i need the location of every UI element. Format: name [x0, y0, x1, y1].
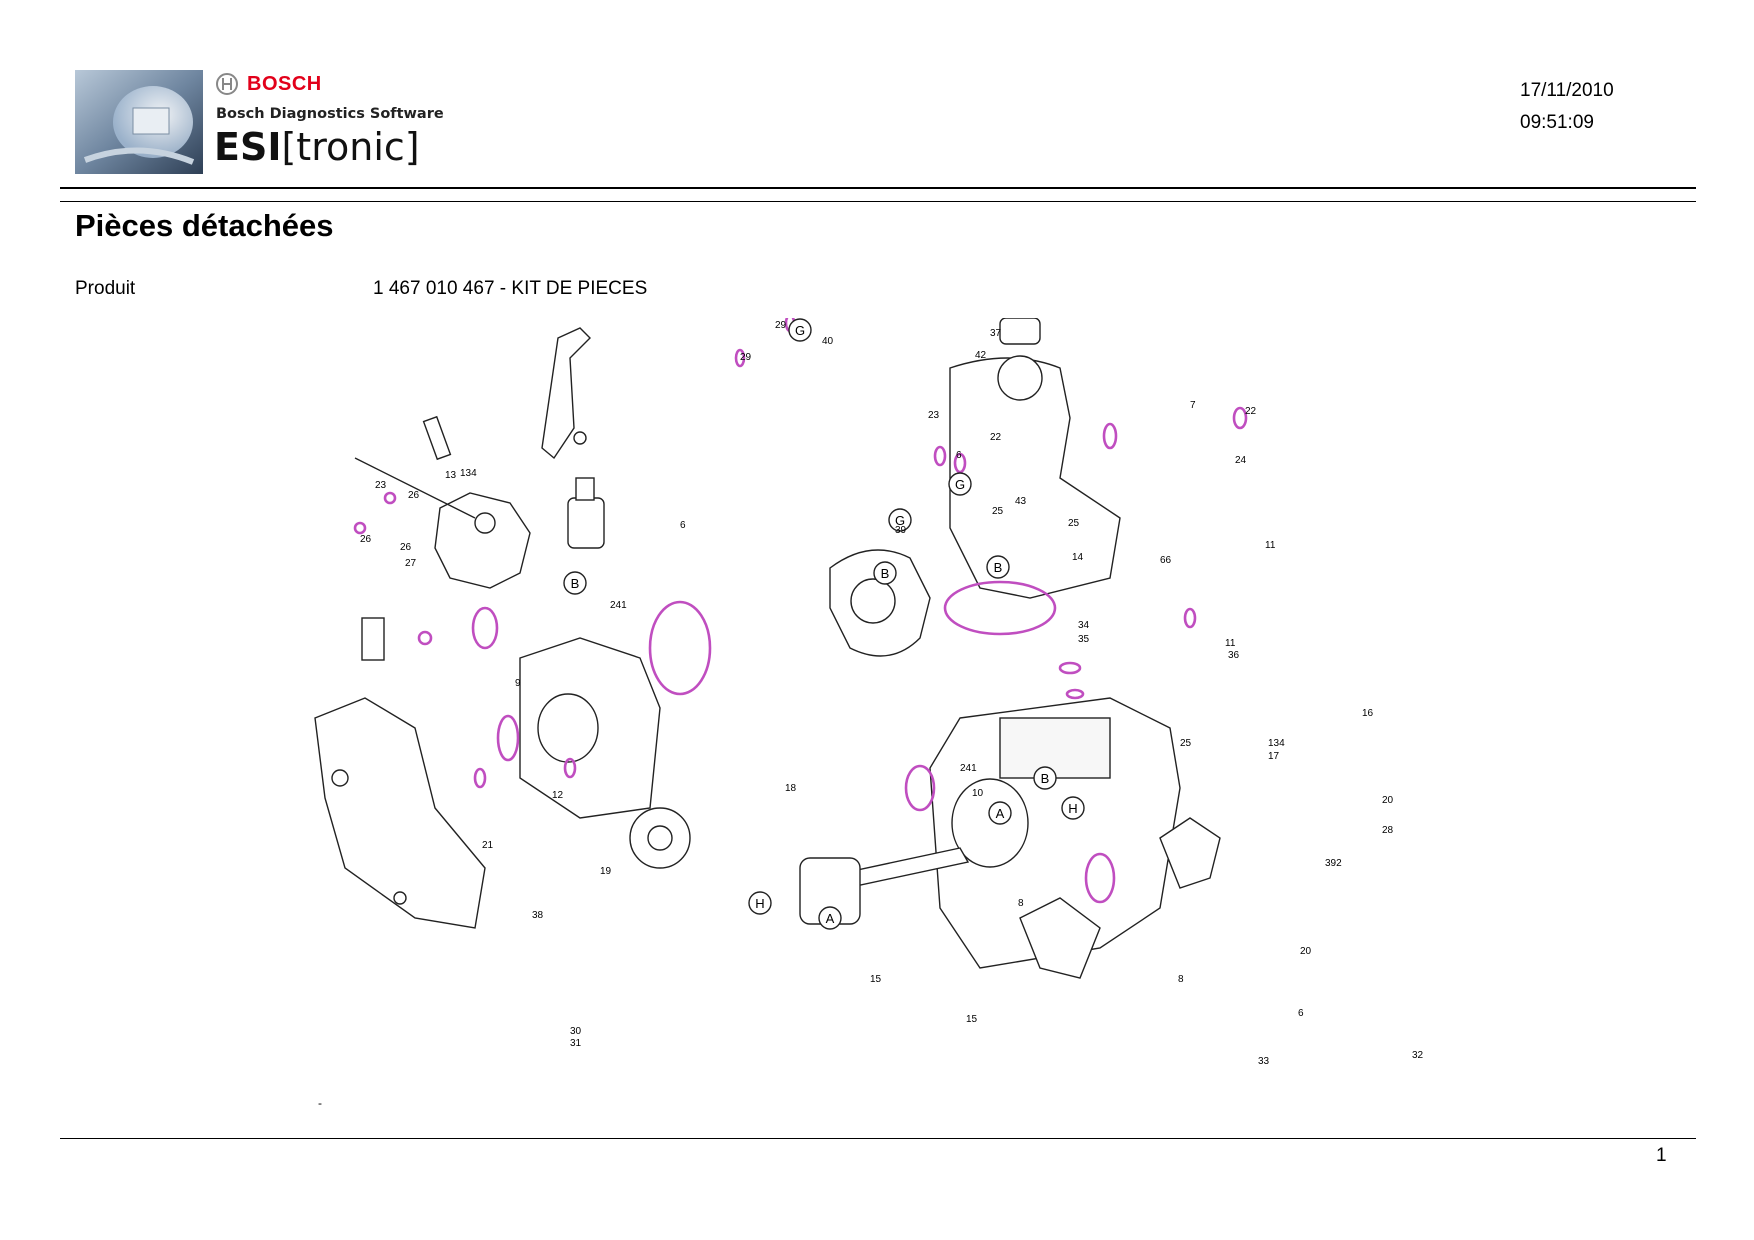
header-rule-thin: [60, 201, 1696, 202]
part-number: 20: [1300, 946, 1312, 957]
part-number: 134: [1268, 738, 1285, 749]
logo-bold: ESI: [214, 125, 282, 169]
callout-letter: B: [994, 560, 1003, 575]
part-number: 28: [1382, 825, 1394, 836]
part-number: 9: [515, 678, 521, 689]
part-number: 27: [405, 558, 417, 569]
part-number: 15: [966, 1014, 978, 1025]
part-number: 11: [1225, 638, 1236, 649]
part-number: 32: [1412, 1050, 1424, 1061]
part-number: 24: [1235, 455, 1247, 466]
bosch-brand: BOSCH: [215, 72, 322, 96]
part-number: 134: [460, 468, 477, 479]
part-number: 39: [895, 525, 907, 536]
part-number: 42: [975, 350, 987, 361]
part-number: 17: [1268, 751, 1280, 762]
part-number: 241: [610, 600, 627, 611]
part-number: 12: [552, 790, 564, 801]
callout-letter: H: [755, 896, 764, 911]
callout-letter: H: [1068, 801, 1077, 816]
callout-letter: B: [881, 566, 890, 581]
callout-letter: G: [795, 323, 805, 338]
part-number: 26: [400, 542, 412, 553]
part-number: 26: [360, 534, 372, 545]
part-number: 35: [1078, 634, 1090, 645]
brand-name: BOSCH: [247, 72, 322, 95]
part-number: 6: [956, 450, 962, 461]
part-number: 26: [408, 490, 420, 501]
footer-dash: -: [318, 1096, 322, 1110]
part-number: 13: [445, 470, 457, 481]
part-number: 20: [1382, 795, 1394, 806]
print-date: 17/11/2010: [1520, 80, 1614, 101]
part-number: 10: [972, 788, 984, 799]
part-number: 37: [990, 328, 1002, 339]
page-number: 1: [1656, 1145, 1667, 1166]
callout-letter: G: [955, 477, 965, 492]
part-number: 31: [570, 1038, 582, 1049]
part-number: 16: [1362, 708, 1374, 719]
part-number: 241: [960, 763, 977, 774]
part-number: 66: [1160, 555, 1172, 566]
part-number: 15: [870, 974, 882, 985]
part-number: 40: [822, 336, 834, 347]
part-number: 38: [532, 910, 544, 921]
part-number: 43: [1015, 496, 1027, 507]
product-label: Produit: [75, 278, 136, 299]
part-number: 25: [1180, 738, 1192, 749]
part-number: 7: [1190, 400, 1196, 411]
part-number: 23: [375, 480, 387, 491]
part-number: 22: [1245, 406, 1257, 417]
part-number: 6: [680, 520, 686, 531]
software-name: Bosch Diagnostics Software: [216, 106, 444, 122]
part-number: 19: [600, 866, 612, 877]
callout-letter: A: [996, 806, 1005, 821]
exploded-parts-diagram: G G G B B B A A H H B 29 29 40 37 42 23 …: [300, 313, 1440, 1108]
part-number: 8: [1178, 974, 1184, 985]
part-number: 22: [990, 432, 1002, 443]
part-number: 392: [1325, 858, 1342, 869]
print-timestamp: 17/11/2010 09:51:09: [1520, 75, 1614, 139]
product-value: 1 467 010 467 - KIT DE PIECES: [373, 278, 648, 299]
print-time: 09:51:09: [1520, 112, 1594, 133]
callout-letter: B: [571, 576, 580, 591]
part-number: 23: [928, 410, 940, 421]
logo-rest: [tronic]: [281, 125, 420, 169]
part-number: 25: [992, 506, 1004, 517]
bosch-armature-icon: [216, 73, 238, 95]
part-number: 11: [1265, 540, 1276, 551]
product-logo-text: ESI[tronic]: [214, 128, 420, 166]
part-number: 21: [482, 840, 494, 851]
part-number: 14: [1072, 552, 1084, 563]
part-number: 29: [740, 352, 752, 363]
footer-rule: [60, 1138, 1696, 1139]
product-logo-image: [75, 70, 203, 174]
part-number: 18: [785, 783, 797, 794]
part-number: 8: [1018, 898, 1024, 909]
part-number: 25: [1068, 518, 1080, 529]
part-number: 6: [1298, 1008, 1304, 1019]
part-number: 36: [1228, 650, 1240, 661]
callout-letter: B: [1041, 771, 1050, 786]
part-number: 34: [1078, 620, 1090, 631]
callout-letter: G: [895, 513, 905, 528]
part-number: 29: [775, 320, 787, 331]
callout-letter: A: [826, 911, 835, 926]
part-number: 30: [570, 1026, 582, 1037]
part-number: 33: [1258, 1056, 1270, 1067]
header-rule: [60, 187, 1696, 189]
page-title: Pièces détachées: [75, 208, 334, 243]
